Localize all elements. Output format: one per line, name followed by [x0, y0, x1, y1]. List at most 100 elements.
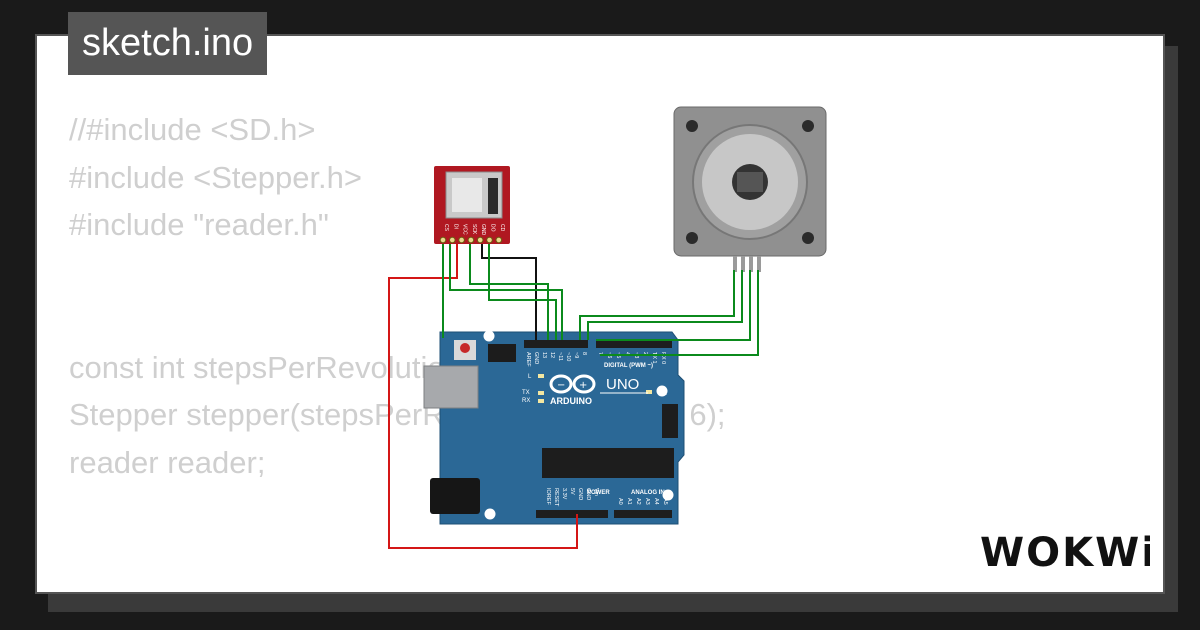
mount-hole — [483, 330, 495, 342]
svg-text:−: − — [557, 380, 565, 391]
analog-pin-label: A1 — [626, 498, 632, 505]
sd-pin-label: VCC — [462, 224, 468, 235]
usb-port — [423, 365, 479, 409]
analog-pin-label: A3 — [644, 498, 650, 505]
digital-pin-label: 7 — [597, 352, 603, 355]
arduino-uno-board[interactable]: − + UNO ARDUINO DIGITAL (PWM ~) POWER AN… — [423, 330, 685, 525]
wire-green-di — [449, 244, 563, 340]
screw-icon — [802, 232, 814, 244]
mount-hole — [662, 489, 674, 501]
digital-pin-label: ~11 — [557, 352, 563, 361]
icsp-header — [488, 344, 516, 362]
analog-pin-label: A4 — [653, 498, 659, 505]
digital-pin-label: ~9 — [573, 352, 579, 358]
power-pin-label: GND — [585, 488, 591, 500]
code-line: #include "reader.h" — [69, 207, 329, 242]
atmega-chip — [542, 448, 674, 478]
analog-pin-label: A2 — [635, 498, 641, 505]
wokwi-logo: WOKWi — [980, 530, 1150, 574]
digital-pin-label: 13 — [541, 352, 547, 358]
digital-header-right — [596, 340, 672, 348]
mount-hole — [484, 508, 496, 520]
led-l-label: L — [528, 374, 532, 380]
preview-card: //#include <SD.h> #include <Stepper.h> #in… — [35, 34, 1165, 594]
wire-green-sck — [469, 244, 549, 340]
on-label: ON — [658, 391, 667, 397]
sd-pin[interactable] — [495, 236, 503, 244]
wire-green-do — [488, 244, 557, 340]
power-header — [536, 510, 608, 518]
led-rx-label: RX — [522, 398, 530, 404]
wires — [388, 244, 759, 549]
digital-pin-label: ~10 — [565, 352, 571, 361]
led-tx-label: TX — [522, 390, 530, 396]
digital-label: DIGITAL (PWM ~) — [604, 363, 653, 369]
sd-pin[interactable] — [439, 236, 447, 244]
analog-pin-label: A0 — [617, 498, 623, 505]
digital-pin-label: TX 1 — [651, 352, 657, 364]
sd-pin-label: DI — [452, 224, 458, 229]
screw-icon — [686, 232, 698, 244]
power-pin-label: Vin — [593, 488, 599, 496]
digital-pin-label: 8 — [581, 352, 587, 355]
power-pin-label: IOREF — [545, 488, 551, 505]
sd-pin-label: CD — [499, 224, 505, 232]
sd-pin[interactable] — [458, 236, 465, 244]
code-line: void setup() { — [69, 581, 726, 592]
wire-red-vcc — [388, 244, 578, 549]
wire-green-m4 — [600, 270, 759, 356]
analog-label: ANALOG IN — [631, 490, 665, 496]
digital-pin-label: 2 — [642, 352, 648, 355]
screw-icon — [686, 120, 698, 132]
analog-header — [614, 510, 672, 518]
digital-header-left — [524, 340, 588, 348]
power-pin-label: RESET — [553, 488, 559, 507]
uno-label: UNO — [606, 376, 639, 393]
sd-pin-label: GND — [480, 224, 486, 236]
digital-pin-label: 12 — [549, 352, 555, 358]
power-jack — [430, 478, 480, 514]
arduino-infinity-icon — [549, 374, 596, 394]
code-line: reader reader; — [69, 444, 266, 480]
sd-pin-label: SCK — [471, 224, 477, 235]
wire-green-m3 — [596, 270, 751, 341]
reset-button[interactable] — [460, 343, 470, 353]
digital-pin-label: 4 — [624, 352, 630, 355]
digital-pin-label: GND — [533, 352, 539, 364]
icsp-header-right — [662, 404, 678, 438]
arduino-brand-label: ARDUINO — [550, 396, 592, 406]
sd-pin-label: CS — [443, 224, 449, 232]
wire-black-gnd — [481, 244, 537, 340]
wire-green-m1 — [579, 270, 735, 340]
file-tab-title: sketch.ino — [68, 12, 268, 75]
code-line: #include <Stepper.h> — [69, 159, 363, 195]
digital-pin-label: AREF — [525, 352, 531, 367]
stepper-motor[interactable] — [673, 106, 827, 272]
led-l — [538, 374, 544, 378]
code-line: //#include <SD.h> — [69, 112, 316, 147]
power-pin-label: GND — [577, 488, 583, 500]
sd-pin[interactable] — [467, 236, 475, 244]
led-rx — [538, 399, 544, 403]
digital-pin-label: RX 0 — [660, 352, 666, 364]
power-pin-label: 5V — [569, 488, 575, 495]
svg-text:+: + — [579, 380, 587, 391]
power-label: POWER — [587, 490, 610, 496]
mount-hole — [656, 385, 668, 397]
screw-icon — [802, 120, 814, 132]
analog-pin-label: A5 — [662, 498, 668, 505]
sd-pin[interactable] — [476, 236, 484, 244]
led-on — [646, 390, 652, 394]
wokwi-logo-text: WOKWi — [980, 530, 1150, 574]
sd-pin[interactable] — [486, 236, 493, 244]
power-pin-label: 3.3V — [561, 488, 567, 500]
wire-green-m2 — [587, 270, 743, 340]
sd-pin-label: DO — [490, 224, 496, 232]
led-tx — [538, 391, 544, 395]
sd-pin[interactable] — [449, 236, 456, 244]
